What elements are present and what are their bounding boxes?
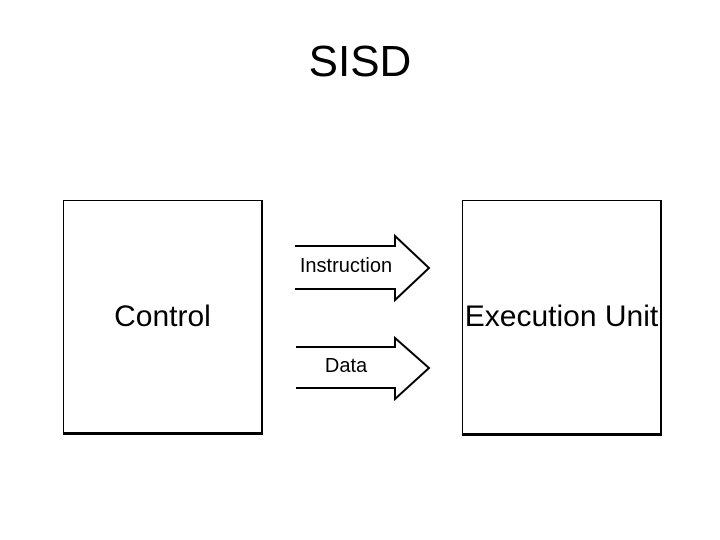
instruction-arrow-label: Instruction xyxy=(299,255,393,277)
control-box-label: Control xyxy=(114,299,211,333)
data-arrow-label: Data xyxy=(324,355,368,377)
execution-unit-box-label: Execution Unit xyxy=(464,300,659,333)
control-box: Control xyxy=(63,200,263,435)
execution-unit-box: Execution Unit xyxy=(462,200,662,436)
slide-title: SISD xyxy=(308,37,412,86)
